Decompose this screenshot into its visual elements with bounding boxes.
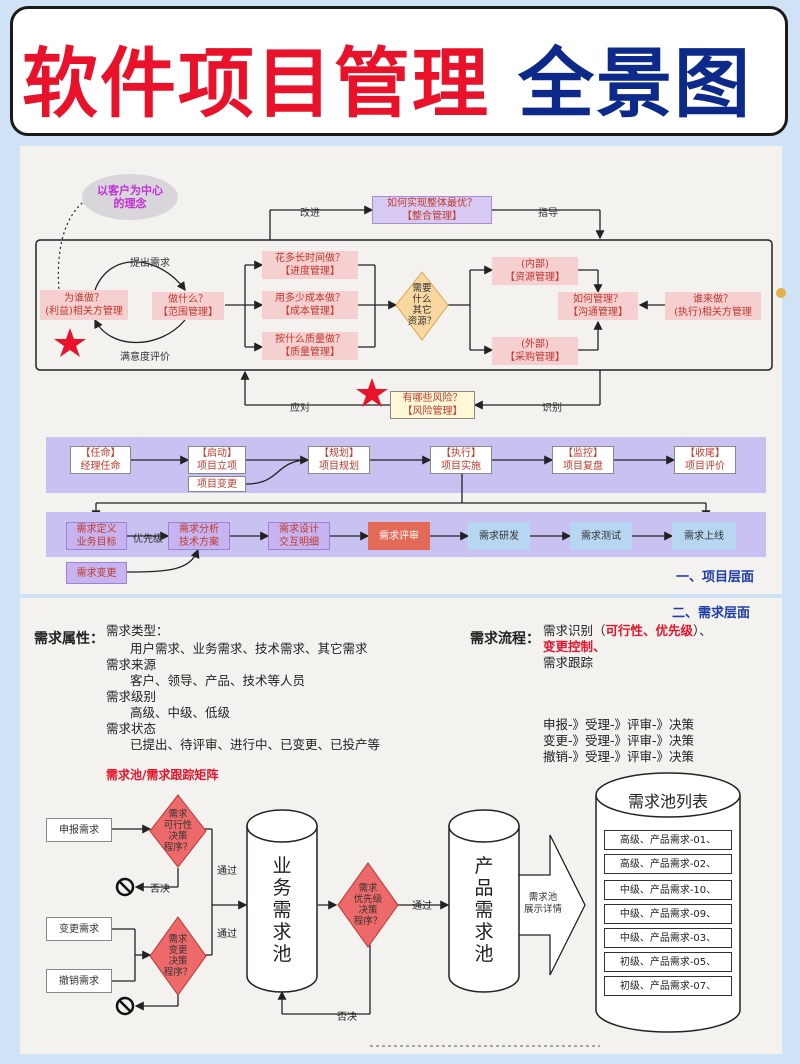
attr-line-5: 需求级别 xyxy=(106,689,157,704)
stakeholder-who-box: 为谁做？ (利益)相关方管理 xyxy=(40,290,128,320)
pool-list-title: 需求池列表 xyxy=(627,792,708,811)
pool-list-item: 初级、产品需求-05、 xyxy=(604,952,732,972)
pool-list-item: 初级、产品需求-07、 xyxy=(604,976,732,996)
req-step-analyze: 需求分析 技术方案 xyxy=(168,522,230,550)
change-decision: 需求 变更 决策 程序？ xyxy=(163,934,193,978)
project-step-close: 【收尾】 项目评价 xyxy=(674,446,736,474)
flow-line-3: 需求跟踪 xyxy=(543,655,594,670)
section-project-label: 一、项目层面 xyxy=(676,570,755,585)
flow-line-1-c: ）、 xyxy=(693,623,712,638)
flow-line-2: 变更控制、 xyxy=(543,639,606,654)
pool-list-item: 中级、产品需求-03、 xyxy=(604,928,732,948)
decision-submit: 申报-》受理-》评审-》决策 xyxy=(543,717,695,732)
priority-label: 优先级 xyxy=(133,534,163,545)
decision-change: 变更-》受理-》评审-》决策 xyxy=(543,733,695,748)
pool-list-item: 高级、产品需求-01、 xyxy=(604,830,732,850)
risk-box: 有哪些风险？ 【风险管理】 xyxy=(390,391,475,419)
respond-label: 应对 xyxy=(290,403,310,414)
req-step-define: 需求定义 业务目标 xyxy=(66,522,127,550)
improve-label: 改进 xyxy=(300,208,320,219)
project-step-plan: 【规划】 项目规划 xyxy=(308,446,370,474)
schedule-box: 花多长时间做？ 【进度管理】 xyxy=(262,251,358,279)
req-step-test: 需求测试 xyxy=(570,522,632,550)
flow-line-1: 需求识别（可行性、优先级）、 xyxy=(543,622,712,640)
req-change-box: 需求变更 xyxy=(66,562,127,584)
flow-heading: 需求流程： xyxy=(470,631,540,647)
product-req-pool: 产 品 需 求 池 xyxy=(474,855,494,965)
flow-line-1-highlight: 可行性、优先级 xyxy=(605,623,694,638)
req-step-review: 需求评审 xyxy=(368,522,430,550)
attr-line-3: 需求来源 xyxy=(106,657,157,672)
attr-line-8: 已提出、待评审、进行中、已变更、已投产等 xyxy=(130,737,381,752)
project-step-execute: 【执行】 项目实施 xyxy=(430,446,492,474)
communication-box: 如何管理？ 【沟通管理】 xyxy=(558,292,638,320)
pass-label-2: 通过 xyxy=(217,929,237,940)
pool-list-item: 中级、产品需求-10、 xyxy=(604,880,732,900)
section-req-label: 二、需求层面 xyxy=(672,606,751,621)
reject-label-2: 否决 xyxy=(337,1012,357,1023)
flow-line-1-a: 需求识别（ xyxy=(543,623,606,638)
project-step-appoint: 【任命】 经理任命 xyxy=(70,446,131,474)
attr-line-6: 高级、中级、低级 xyxy=(130,705,231,720)
project-step-monitor: 【监控】 项目复盘 xyxy=(552,446,614,474)
customer-centric-cloud: 以客户为中心 的理念 xyxy=(97,184,163,210)
title-main: 软件项目管理 xyxy=(22,39,490,128)
feasibility-decision: 需求 可行性 决策 程序？ xyxy=(163,809,193,853)
reject-label-1: 否决 xyxy=(150,884,170,895)
satisfaction-label: 满意度评价 xyxy=(120,352,170,363)
priority-decision: 需求 优先级 决策 程序？ xyxy=(353,883,383,927)
pool-matrix-title: 需求池/需求跟踪矩阵 xyxy=(106,768,219,782)
req-step-launch: 需求上线 xyxy=(672,522,736,550)
change-req-box: 变更需求 xyxy=(46,917,112,941)
pass-label-1: 通过 xyxy=(217,866,237,877)
guide-label: 指导 xyxy=(538,208,558,219)
pass-label-3: 通过 xyxy=(412,901,432,912)
pool-detail-label: 需求池 展示详情 xyxy=(523,892,562,915)
pool-list-item: 中级、产品需求-09、 xyxy=(604,904,732,924)
attr-line-4: 客户、领导、产品、技术等人员 xyxy=(130,673,306,688)
title-banner xyxy=(10,6,788,136)
title-suffix: 全景图 xyxy=(518,39,752,128)
attr-line-7: 需求状态 xyxy=(106,721,157,736)
raise-req-label: 提出需求 xyxy=(130,258,170,269)
req-step-develop: 需求研发 xyxy=(468,522,530,550)
pool-list-item: 高级、产品需求-02、 xyxy=(604,854,732,874)
quality-box: 按什么质量做？ 【质量管理】 xyxy=(262,332,358,360)
decision-cancel: 撤销-》受理-》评审-》决策 xyxy=(543,749,695,764)
resource-box: (内部) 【资源管理】 xyxy=(492,257,578,285)
attr-heading: 需求属性： xyxy=(34,631,104,647)
attr-line-2: 用户需求、业务需求、技术需求、其它需求 xyxy=(130,641,368,656)
req-step-design: 需求设计 交互明细 xyxy=(268,522,330,550)
business-req-pool: 业 务 需 求 池 xyxy=(272,855,292,965)
scope-box: 做什么？ 【范围管理】 xyxy=(152,292,224,320)
procurement-box: (外部) 【采购管理】 xyxy=(492,337,578,365)
project-change-box: 项目变更 xyxy=(188,476,246,492)
cancel-req-box: 撤销需求 xyxy=(46,969,112,993)
project-step-initiate: 【启动】 项目立项 xyxy=(188,446,246,474)
attr-line-1: 需求类型： xyxy=(106,623,169,638)
resources-diamond: 需要 什么 其它 资源？ xyxy=(407,283,437,327)
integration-box: 如何实现整体最优？ 【整合管理】 xyxy=(372,196,492,224)
cost-box: 用多少成本做？ 【成本管理】 xyxy=(262,291,358,319)
identify-label: 识别 xyxy=(542,403,562,414)
stakeholder-whom-box: 谁来做？ (执行)相关方管理 xyxy=(665,292,761,320)
submit-req-box: 申报需求 xyxy=(46,818,112,842)
